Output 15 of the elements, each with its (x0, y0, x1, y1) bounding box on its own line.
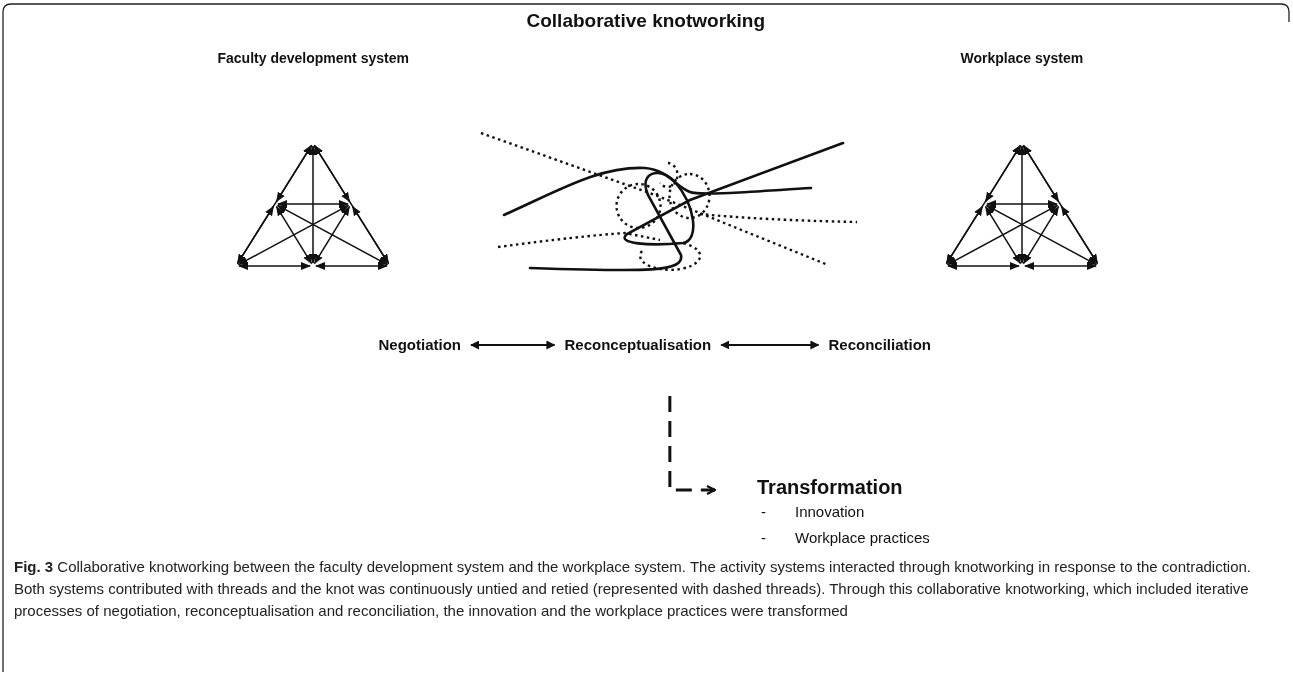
diagram-title: Collaborative knotworking (526, 10, 766, 32)
process-label: Negotiation (378, 336, 461, 353)
outcome-heading: Transformation (757, 476, 904, 499)
list-dash: - (760, 528, 767, 548)
list-item: Workplace practices (795, 528, 930, 548)
system-heading: Faculty development system (217, 50, 409, 66)
list-dash: - (760, 502, 767, 522)
process-label: Reconceptualisation (564, 336, 712, 353)
double-arrow (470, 340, 556, 350)
list-item: Innovation (795, 502, 865, 522)
figure-caption: Fig. 3 Collaborative knotworking between the faculty development system and the workplace system. The activity systems interacted through knotworking in response to the contradiction. Both systems contributed with threads and the knot was continuously untied and retied (represented with dashed threads). Through this collaborative knotworking, which included iterative processes of negotiation, reconceptualisation and reconciliation, the innovation and the workplace practices were transformed (14, 557, 1252, 621)
dashed-arrow (668, 396, 717, 496)
double-arrow (720, 340, 820, 350)
process-label: Reconciliation (828, 336, 932, 353)
system-heading: Workplace system (960, 50, 1084, 66)
